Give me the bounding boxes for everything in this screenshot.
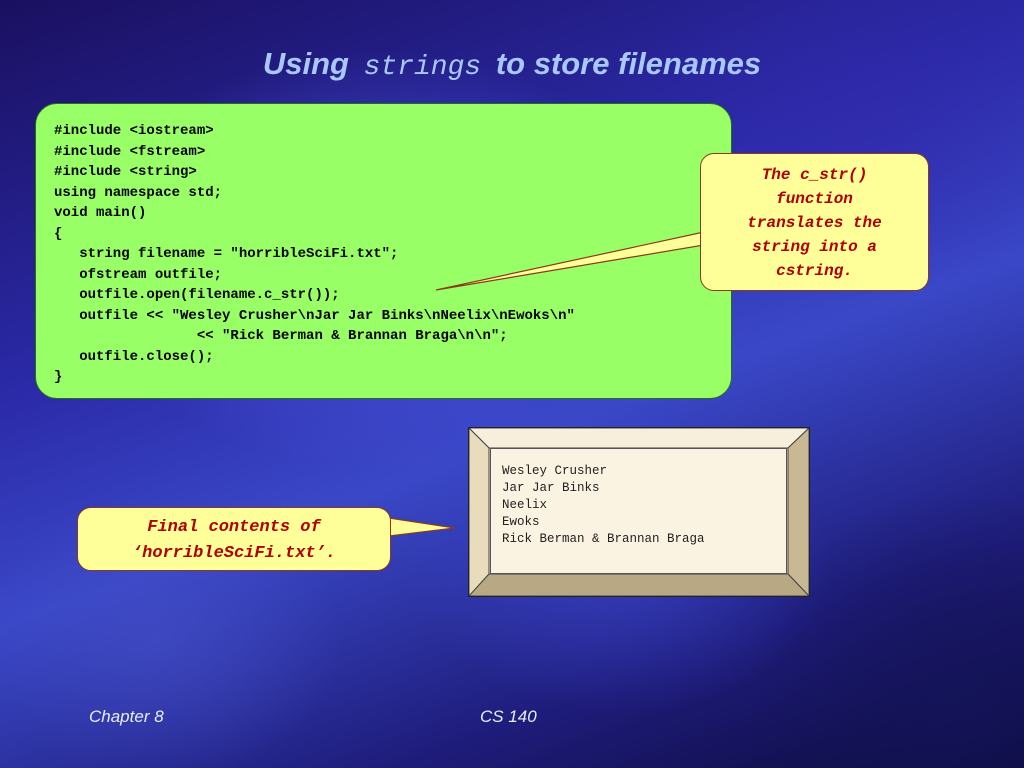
footer-course: CS 140: [480, 707, 537, 726]
callout-line: translates the: [747, 214, 882, 232]
file-line: Neelix: [502, 498, 548, 512]
code-line: #include <fstream>: [54, 143, 206, 160]
callout-line: string into a: [752, 238, 877, 256]
slide-title: Using strings to store filenames: [0, 46, 1024, 83]
code-line: outfile.open(filename.c_str());: [54, 287, 340, 303]
code-line: << "Rick Berman & Brannan Braga\n\n";: [54, 328, 508, 344]
code-line: using namespace std;: [54, 184, 223, 201]
file-line: Jar Jar Binks: [502, 481, 600, 495]
code-listing-box: #include <iostream> #include <fstream> #…: [35, 103, 732, 399]
file-contents-frame: Wesley Crusher Jar Jar Binks Neelix Ewok…: [468, 427, 810, 597]
file-line: Rick Berman & Brannan Braga: [502, 532, 705, 546]
code-line: #include <string>: [54, 164, 197, 180]
callout-line: function: [776, 190, 853, 208]
footer-chapter: Chapter 8: [89, 707, 164, 726]
final-callout-pointer: [388, 517, 456, 537]
file-contents-panel: Wesley Crusher Jar Jar Binks Neelix Ewok…: [490, 448, 787, 574]
code-line: {: [54, 225, 63, 242]
title-suffix: to store filenames: [495, 46, 762, 81]
cstr-callout: The c_str() function translates the stri…: [700, 153, 929, 291]
file-line: Ewoks: [502, 515, 540, 529]
final-contents-callout: Final contents of ‘horribleSciFi.txt’.: [77, 507, 391, 571]
callout-line: ‘horribleSciFi.txt’.: [131, 544, 337, 563]
code-line: }: [54, 369, 63, 385]
code-line: void main(): [54, 205, 147, 221]
code-line: #include <iostream>: [54, 123, 214, 139]
callout-line: Final contents of: [147, 518, 321, 537]
code-line: outfile << "Wesley Crusher\nJar Jar Bink…: [54, 307, 575, 324]
frame-bevel: [469, 428, 809, 596]
file-line: Wesley Crusher: [502, 464, 608, 478]
callout-line: The c_str(): [761, 166, 868, 184]
title-code-word: strings: [363, 52, 482, 83]
callout-line: cstring.: [776, 262, 853, 280]
code-line: ofstream outfile;: [54, 266, 223, 283]
title-prefix: Using: [262, 46, 349, 81]
code-line: string filename = "horribleSciFi.txt";: [54, 246, 399, 262]
code-line: outfile.close();: [54, 348, 214, 365]
